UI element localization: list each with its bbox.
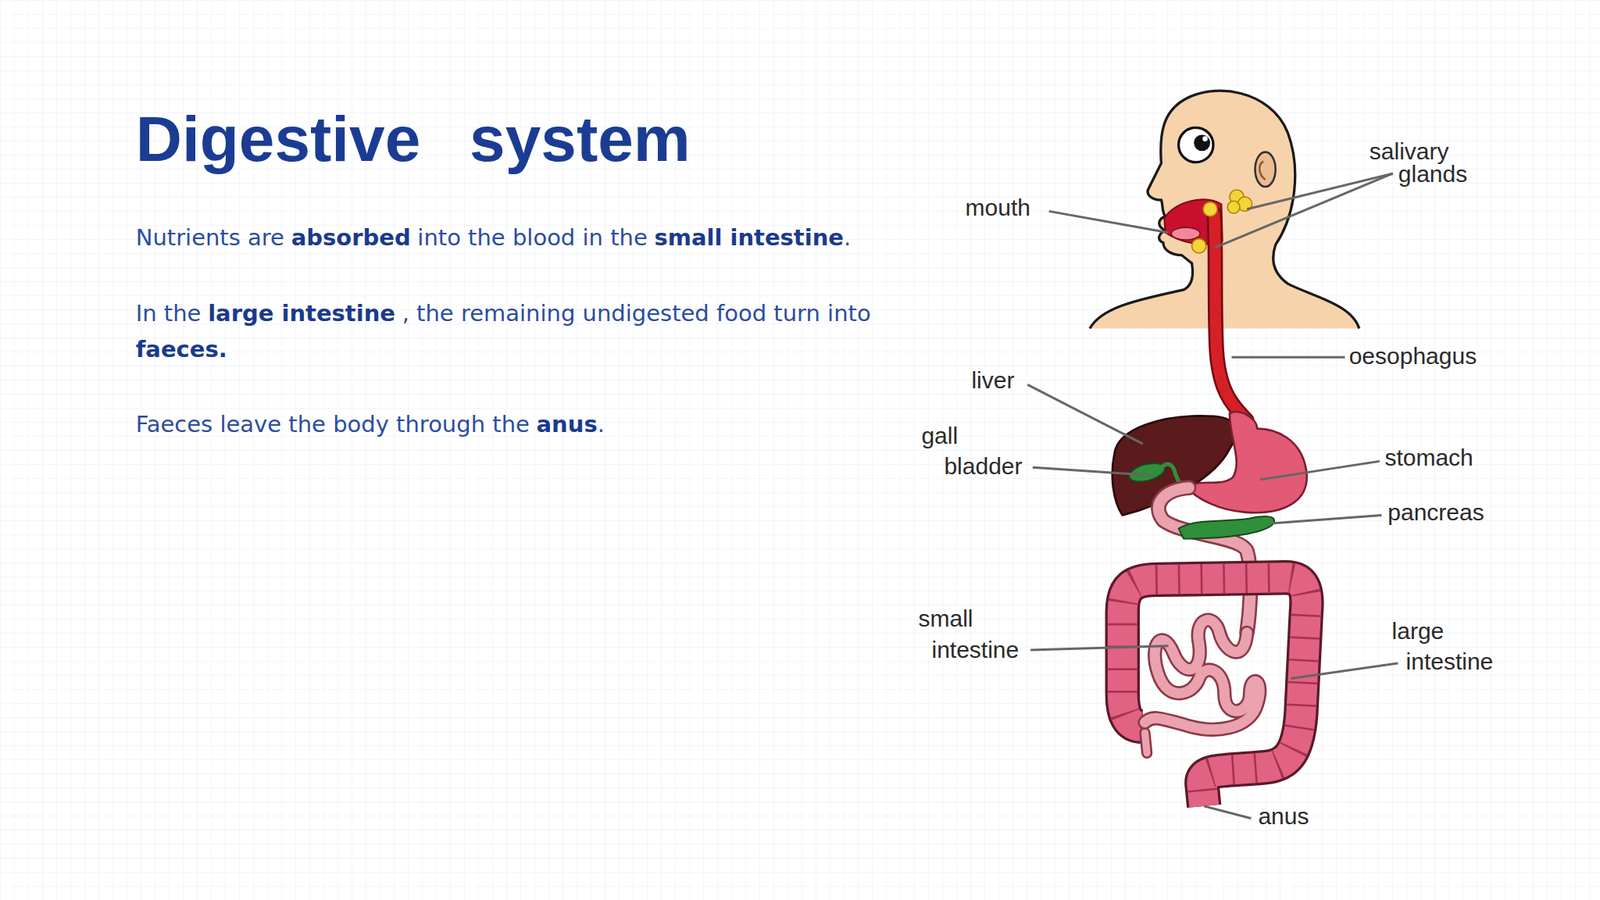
ear <box>1255 152 1276 187</box>
leader-line <box>1027 384 1143 444</box>
part-label: mouth <box>965 193 1031 222</box>
leader-line <box>1030 646 1168 650</box>
leader-line <box>1260 460 1380 480</box>
body-text: In the <box>135 300 202 327</box>
part-label: anus <box>1257 802 1309 831</box>
salivary-gland <box>1203 202 1218 217</box>
paragraph: Nutrients areabsorbedinto the blood in t… <box>135 219 851 256</box>
body-text: into the blood in the <box>417 224 647 251</box>
leader-line <box>1203 806 1251 819</box>
appendix-outline <box>1144 732 1147 754</box>
body-text: Nutrients are <box>135 224 285 251</box>
paragraph: Faeces leave the body through theanus. <box>135 406 605 443</box>
part-label: large intestine <box>1392 615 1508 677</box>
leader-line <box>1270 515 1382 524</box>
part-label: liver <box>971 366 1015 395</box>
part-label: small intestine <box>918 603 1034 666</box>
part-label: gall bladder <box>921 420 1030 482</box>
leader-line <box>1214 173 1393 248</box>
emphasis-text: anus <box>536 410 598 438</box>
body-text: . <box>597 410 605 438</box>
leader-line <box>1231 356 1345 359</box>
eye <box>1178 127 1214 162</box>
leader-line <box>1049 210 1169 233</box>
part-label: salivary glands <box>1369 139 1493 186</box>
paragraph: In thelarge intestine, the remaining und… <box>135 295 872 368</box>
leader-line <box>1290 663 1398 679</box>
slide-title: Digestive system <box>135 107 691 172</box>
emphasis-text: faeces. <box>135 331 872 368</box>
duodenum <box>1158 487 1251 633</box>
head-outline <box>1089 90 1360 329</box>
pupil <box>1193 134 1211 151</box>
tongue <box>1171 227 1200 240</box>
body-text: Faeces leave the body through the <box>135 410 530 438</box>
body-text: . <box>843 224 851 251</box>
ear-detail <box>1259 160 1265 180</box>
emphasis-text: large intestine <box>207 300 396 327</box>
pancreas <box>1178 516 1275 540</box>
eye-highlight <box>1202 135 1208 142</box>
stomach <box>1186 411 1308 513</box>
gall-bladder <box>1127 460 1168 486</box>
small-intestine-outline <box>1144 620 1260 730</box>
head-skin <box>1089 90 1360 329</box>
part-label: stomach <box>1384 443 1473 472</box>
body-text: , the remaining undigested food turn int… <box>402 300 872 327</box>
appendix <box>1144 732 1147 754</box>
part-label: pancreas <box>1387 498 1484 527</box>
large-intestine-outline <box>1122 577 1308 807</box>
duodenum-outline <box>1158 487 1251 633</box>
salivary-gland <box>1227 200 1240 214</box>
emphasis-text: absorbed <box>291 224 411 251</box>
small-intestine <box>1144 620 1260 730</box>
leader-line <box>1032 467 1156 475</box>
salivary-gland <box>1192 239 1207 254</box>
large-intestine-folds <box>1122 577 1308 807</box>
emphasis-text: small intestine <box>653 224 844 251</box>
part-label: oesophagus <box>1349 342 1477 371</box>
large-intestine <box>1122 577 1308 807</box>
